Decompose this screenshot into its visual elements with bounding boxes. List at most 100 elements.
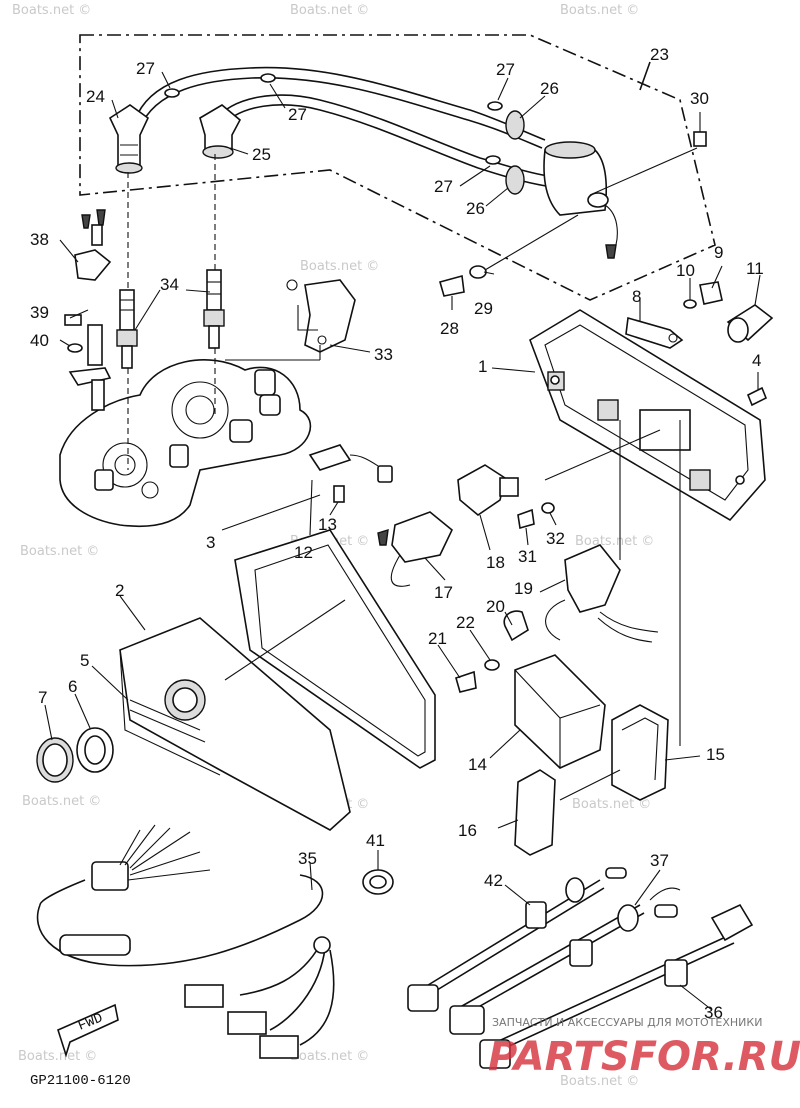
callout-32: 32 — [546, 529, 565, 548]
clamps-27 — [164, 73, 503, 165]
cable-37 — [449, 887, 681, 1035]
callout-17: 17 — [434, 583, 453, 602]
callout-4: 4 — [752, 351, 761, 370]
bracket-33 — [286, 279, 356, 353]
sensor-19 — [545, 544, 659, 643]
callout-33: 33 — [374, 345, 393, 364]
callout-38: 38 — [30, 230, 49, 249]
gasket-3 — [234, 529, 436, 769]
callout-11: 11 — [746, 259, 764, 278]
temp-sensor-38 — [68, 209, 112, 411]
cover-2 — [119, 617, 351, 831]
callout-27: 27 — [496, 60, 515, 79]
fwd-arrow: FWD — [57, 1003, 119, 1058]
cable-42 — [407, 867, 627, 1012]
watermark: Boats.net © — [300, 259, 379, 274]
callout-28: 28 — [440, 319, 459, 338]
callout-26: 26 — [466, 199, 485, 218]
callout-19: 19 — [514, 579, 533, 598]
callout-30: 30 — [690, 89, 709, 108]
plug-cap-24 — [108, 104, 150, 174]
plug-cap-25 — [199, 104, 242, 159]
shop-tagline: ЗАПЧАСТИ И АКСЕССУАРЫ ДЛЯ МОТОТЕХНИКИ — [492, 1016, 762, 1029]
callout-12: 12 — [294, 543, 313, 562]
cylinder-head — [59, 359, 312, 528]
ht-lead-1b — [139, 76, 543, 149]
ht-lead-1 — [134, 66, 546, 141]
cable-36 — [479, 903, 754, 1069]
leader-3 — [221, 494, 321, 531]
callout-5: 5 — [80, 651, 89, 670]
callout-34: 34 — [160, 275, 179, 294]
callout-7: 7 — [38, 688, 47, 707]
holder-15 — [611, 704, 669, 801]
callouts: 27 27 27 27 26 26 23 24 25 30 38 34 39 4… — [30, 45, 764, 1022]
callout-41: 41 — [366, 831, 385, 850]
callout-15: 15 — [706, 745, 725, 764]
callout-3: 3 — [206, 533, 215, 552]
bolt-39 — [64, 314, 82, 326]
callout-6: 6 — [68, 677, 77, 696]
gasket-6 — [76, 727, 114, 773]
bracket-8 — [625, 316, 684, 349]
leader-lines — [44, 71, 761, 1011]
collar-11 — [726, 304, 774, 343]
callout-42: 42 — [484, 871, 503, 890]
clip-13 — [333, 485, 345, 503]
ht-lead-2 — [214, 94, 549, 177]
watermark: Boats.net © — [575, 534, 654, 549]
watermark: Boats.net © — [560, 3, 639, 18]
screw-4 — [746, 386, 768, 407]
watermark: Boats.net © — [12, 3, 91, 18]
callout-37: 37 — [650, 851, 669, 870]
callout-22: 22 — [456, 613, 475, 632]
callout-20: 20 — [486, 597, 505, 616]
washer-29 — [469, 265, 487, 279]
callout-39: 39 — [30, 303, 49, 322]
screw-21 — [455, 670, 477, 693]
damper-16 — [514, 769, 556, 856]
callout-27: 27 — [434, 177, 453, 196]
watermark: Boats.net © — [22, 794, 101, 809]
washer-10 — [683, 299, 697, 309]
spark-plug-34b — [203, 269, 225, 349]
sensor-12 — [308, 444, 393, 483]
clamp-20 — [503, 610, 529, 642]
callout-10: 10 — [676, 261, 695, 280]
callout-24: 24 — [86, 87, 105, 106]
relay-17 — [377, 511, 453, 587]
cap-7 — [36, 737, 74, 783]
callout-31: 31 — [518, 547, 537, 566]
callout-23: 23 — [650, 45, 669, 64]
callout-2: 2 — [115, 581, 124, 600]
coil-group-outline — [79, 34, 716, 301]
wire-harness-35 — [36, 824, 335, 1059]
cdi-unit-14 — [514, 654, 606, 769]
callout-14: 14 — [468, 755, 487, 774]
callout-27: 27 — [288, 105, 307, 124]
shop-logo: PARTSFOR.RU — [488, 1034, 800, 1080]
leader-23 — [639, 61, 651, 91]
shop-watermark: ЗАПЧАСТИ И АКСЕССУАРЫ ДЛЯ МОТОТЕХНИКИ PA… — [488, 1016, 800, 1080]
diagram-code: GP21100-6120 — [30, 1073, 131, 1089]
grommets-26 — [505, 110, 525, 195]
callout-35: 35 — [298, 849, 317, 868]
watermark: Boats.net © — [290, 1049, 369, 1064]
screw-31 — [517, 508, 535, 530]
callout-1: 1 — [478, 357, 487, 376]
watermark: Boats.net © — [20, 544, 99, 559]
callout-40: 40 — [30, 331, 49, 350]
callout-8: 8 — [632, 287, 641, 306]
callout-25: 25 — [252, 145, 271, 164]
callout-18: 18 — [486, 553, 505, 572]
callout-36: 36 — [704, 1003, 723, 1022]
ignition-coil — [543, 134, 706, 259]
ht-lead-2b — [219, 104, 547, 187]
callout-9: 9 — [714, 243, 723, 262]
callout-13: 13 — [318, 515, 337, 534]
callout-21: 21 — [428, 629, 447, 648]
washer-22 — [484, 659, 500, 671]
watermark: Boats.net © — [560, 1074, 639, 1089]
electrical-box-1 — [529, 309, 766, 522]
